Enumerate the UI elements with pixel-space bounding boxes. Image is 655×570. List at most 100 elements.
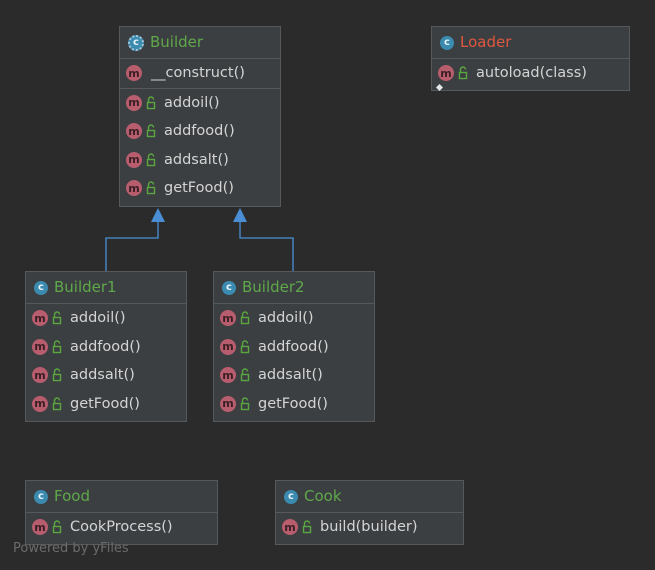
class-title: Loader [460, 33, 512, 51]
method-icon: m [220, 338, 236, 355]
constructor-section: m __construct() [120, 59, 280, 89]
method-icon: m [32, 338, 48, 355]
method-row[interactable]: m addoil() [214, 304, 374, 333]
method-name: addfood() [258, 338, 329, 355]
class-icon: c [284, 489, 298, 504]
method-row[interactable]: m build(builder) [276, 513, 463, 542]
public-lock-icon [52, 340, 62, 354]
method-row[interactable]: m addsalt() [26, 361, 186, 390]
method-icon: m [32, 519, 48, 536]
class-header-builder2[interactable]: c Builder2 [214, 272, 374, 304]
method-icon: m [220, 310, 236, 327]
public-lock-icon [52, 311, 62, 325]
public-lock-icon [240, 340, 250, 354]
methods-section: m build(builder) [276, 513, 463, 542]
methods-section: m CookProcess() [26, 513, 217, 542]
class-header-builder1[interactable]: c Builder1 [26, 272, 186, 304]
edge-builder1-to-builder [105, 222, 159, 271]
public-lock-icon [146, 181, 156, 195]
method-row[interactable]: m addfood() [214, 333, 374, 362]
method-icon: m [282, 519, 298, 536]
methods-section: m autoload(class) [432, 59, 629, 91]
method-row[interactable]: m getFood() [120, 174, 280, 203]
method-row[interactable]: m addfood() [120, 117, 280, 146]
edge-builder2-arrowhead [233, 208, 247, 222]
method-row[interactable]: m autoload(class) [432, 59, 629, 91]
method-row[interactable]: m getFood() [26, 390, 186, 419]
public-lock-icon [146, 124, 156, 138]
method-name: build(builder) [320, 519, 418, 536]
class-title: Cook [304, 487, 342, 505]
method-icon: m [126, 94, 142, 111]
class-node-builder2[interactable]: c Builder2 m addoil() m addfood() m adds… [213, 271, 375, 422]
method-icon: m [438, 65, 454, 82]
static-modifier-icon [436, 76, 443, 91]
class-node-loader[interactable]: c Loader m autoload(class) [431, 26, 630, 91]
class-node-food[interactable]: c Food m CookProcess() [25, 480, 218, 545]
method-name: addfood() [70, 338, 141, 355]
method-icon: m [32, 367, 48, 384]
method-name: getFood() [70, 395, 140, 412]
class-title: Builder [150, 33, 204, 51]
class-icon: c [34, 489, 48, 504]
method-name: addsalt() [70, 367, 135, 384]
method-name: __construct() [151, 65, 245, 82]
public-lock-icon [146, 153, 156, 167]
method-name: getFood() [258, 395, 328, 412]
method-icon: m [32, 310, 48, 327]
class-header-food[interactable]: c Food [26, 481, 217, 513]
method-icon: m [32, 395, 48, 412]
method-name: addoil() [70, 310, 126, 327]
class-node-cook[interactable]: c Cook m build(builder) [275, 480, 464, 545]
method-icon: m [126, 123, 142, 140]
edge-builder1-arrowhead [151, 208, 165, 222]
method-row[interactable]: m addfood() [26, 333, 186, 362]
method-name: getFood() [164, 180, 234, 197]
class-header-loader[interactable]: c Loader [432, 27, 629, 59]
method-name: addoil() [258, 310, 314, 327]
method-row[interactable]: m addoil() [120, 89, 280, 118]
class-header-cook[interactable]: c Cook [276, 481, 463, 513]
method-row[interactable]: m __construct() [120, 59, 280, 88]
public-lock-icon [302, 520, 312, 534]
method-row[interactable]: m getFood() [214, 390, 374, 419]
class-title: Builder1 [54, 278, 117, 296]
edge-builder2-to-builder [239, 222, 294, 271]
class-title: Builder2 [242, 278, 305, 296]
method-row[interactable]: m addoil() [26, 304, 186, 333]
public-lock-icon [458, 66, 468, 80]
class-title: Food [54, 487, 90, 505]
method-row[interactable]: m addsalt() [120, 146, 280, 175]
public-lock-icon [52, 520, 62, 534]
methods-section: m addoil() m addfood() m addsalt() m get… [120, 89, 280, 203]
method-icon: m [220, 395, 236, 412]
method-name: addsalt() [164, 151, 229, 168]
yfiles-watermark: Powered by yFiles [13, 541, 129, 556]
method-name: addoil() [164, 94, 220, 111]
method-icon: m [126, 180, 142, 197]
method-icon: m [126, 65, 142, 82]
public-lock-icon [52, 368, 62, 382]
method-row[interactable]: m addsalt() [214, 361, 374, 390]
class-icon: c [440, 35, 454, 50]
class-node-builder[interactable]: c Builder m __construct() m addoil() m a… [119, 26, 281, 207]
class-header-builder[interactable]: c Builder [120, 27, 280, 59]
public-lock-icon [240, 311, 250, 325]
abstract-class-icon: c [128, 34, 144, 51]
method-name: addsalt() [258, 367, 323, 384]
method-name: addfood() [164, 123, 235, 140]
method-icon: m [126, 151, 142, 168]
method-name: autoload(class) [476, 65, 587, 82]
class-icon: c [34, 280, 48, 295]
public-lock-icon [240, 368, 250, 382]
method-name: CookProcess() [70, 519, 173, 536]
method-icon: m [220, 367, 236, 384]
public-lock-icon [240, 397, 250, 411]
class-icon: c [222, 280, 236, 295]
method-row[interactable]: m CookProcess() [26, 513, 217, 542]
public-lock-icon [146, 96, 156, 110]
methods-section: m addoil() m addfood() m addsalt() m get… [26, 304, 186, 418]
public-lock-icon [52, 397, 62, 411]
methods-section: m addoil() m addfood() m addsalt() m get… [214, 304, 374, 418]
class-node-builder1[interactable]: c Builder1 m addoil() m addfood() m adds… [25, 271, 187, 422]
